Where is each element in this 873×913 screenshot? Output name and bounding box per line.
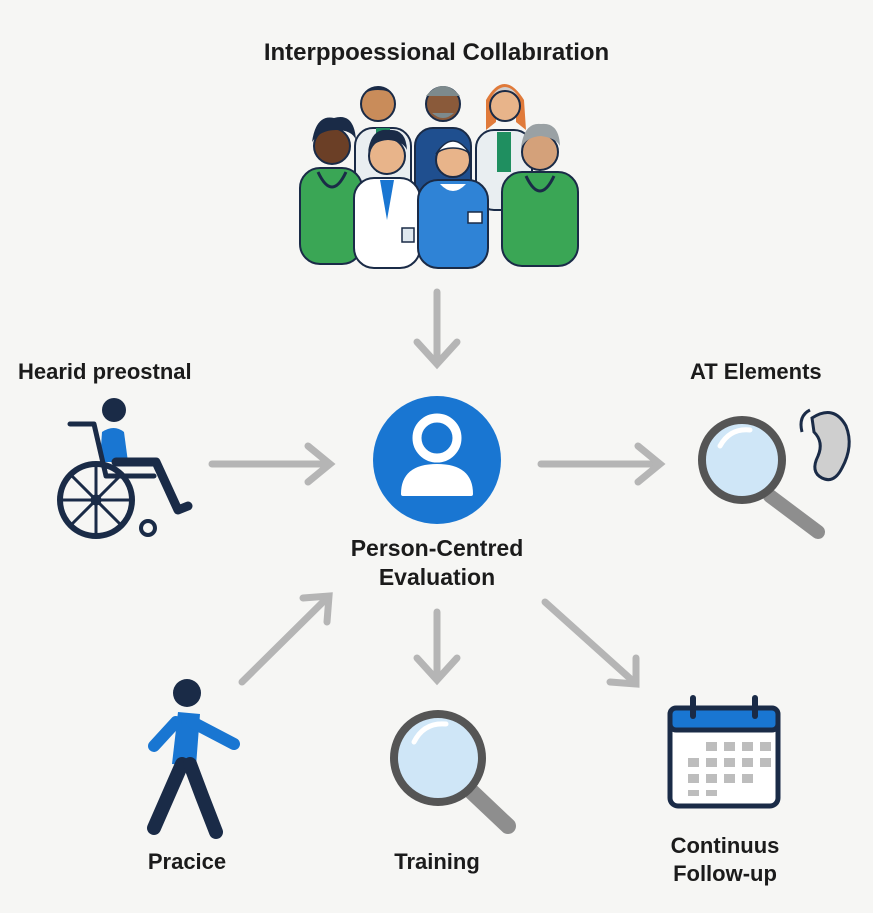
node-label-bottom-right: Continuus Follow-up [640,832,810,887]
diagram-title: Interppoessional Collabıration [263,39,610,66]
node-label-bottom-right-line1: Continuus [670,833,780,858]
arrow-center-to-right [537,442,666,486]
magnifier-hearing-aid-icon [698,408,851,539]
magnifier-icon [390,710,516,834]
arrow-practice-to-center [238,592,333,686]
node-label-center: Person-Centred Evaluation [287,534,587,592]
team-member-back-right [475,84,533,211]
person-circle-icon [373,396,501,524]
node-label-bottom-right-line2: Follow-up [673,860,777,886]
node-label-center-line1: Person-Centred [350,535,524,561]
node-label-bottom-center: Training [394,849,480,874]
arrow-center-to-training [413,608,461,686]
walking-person-icon [147,679,240,839]
calendar-icon [667,695,781,809]
node-label-left: Hearid preostnal [18,359,192,384]
arrow-left-to-center [208,442,336,486]
node-label-bottom-left: Pracice [147,849,227,874]
wheelchair-user-icon [57,398,193,539]
team-member-front-4 [501,123,579,267]
arrows [208,288,666,688]
node-label-center-line2: Evaluation [378,563,496,590]
team-member-front-1 [299,116,363,265]
arrow-team-to-center [413,288,461,370]
team-member-front-2 [353,129,421,269]
arrow-center-to-followup [541,598,640,688]
node-label-right: AT Elements [690,359,822,384]
team-illustration [299,84,579,269]
team-member-front-3 [417,140,489,269]
